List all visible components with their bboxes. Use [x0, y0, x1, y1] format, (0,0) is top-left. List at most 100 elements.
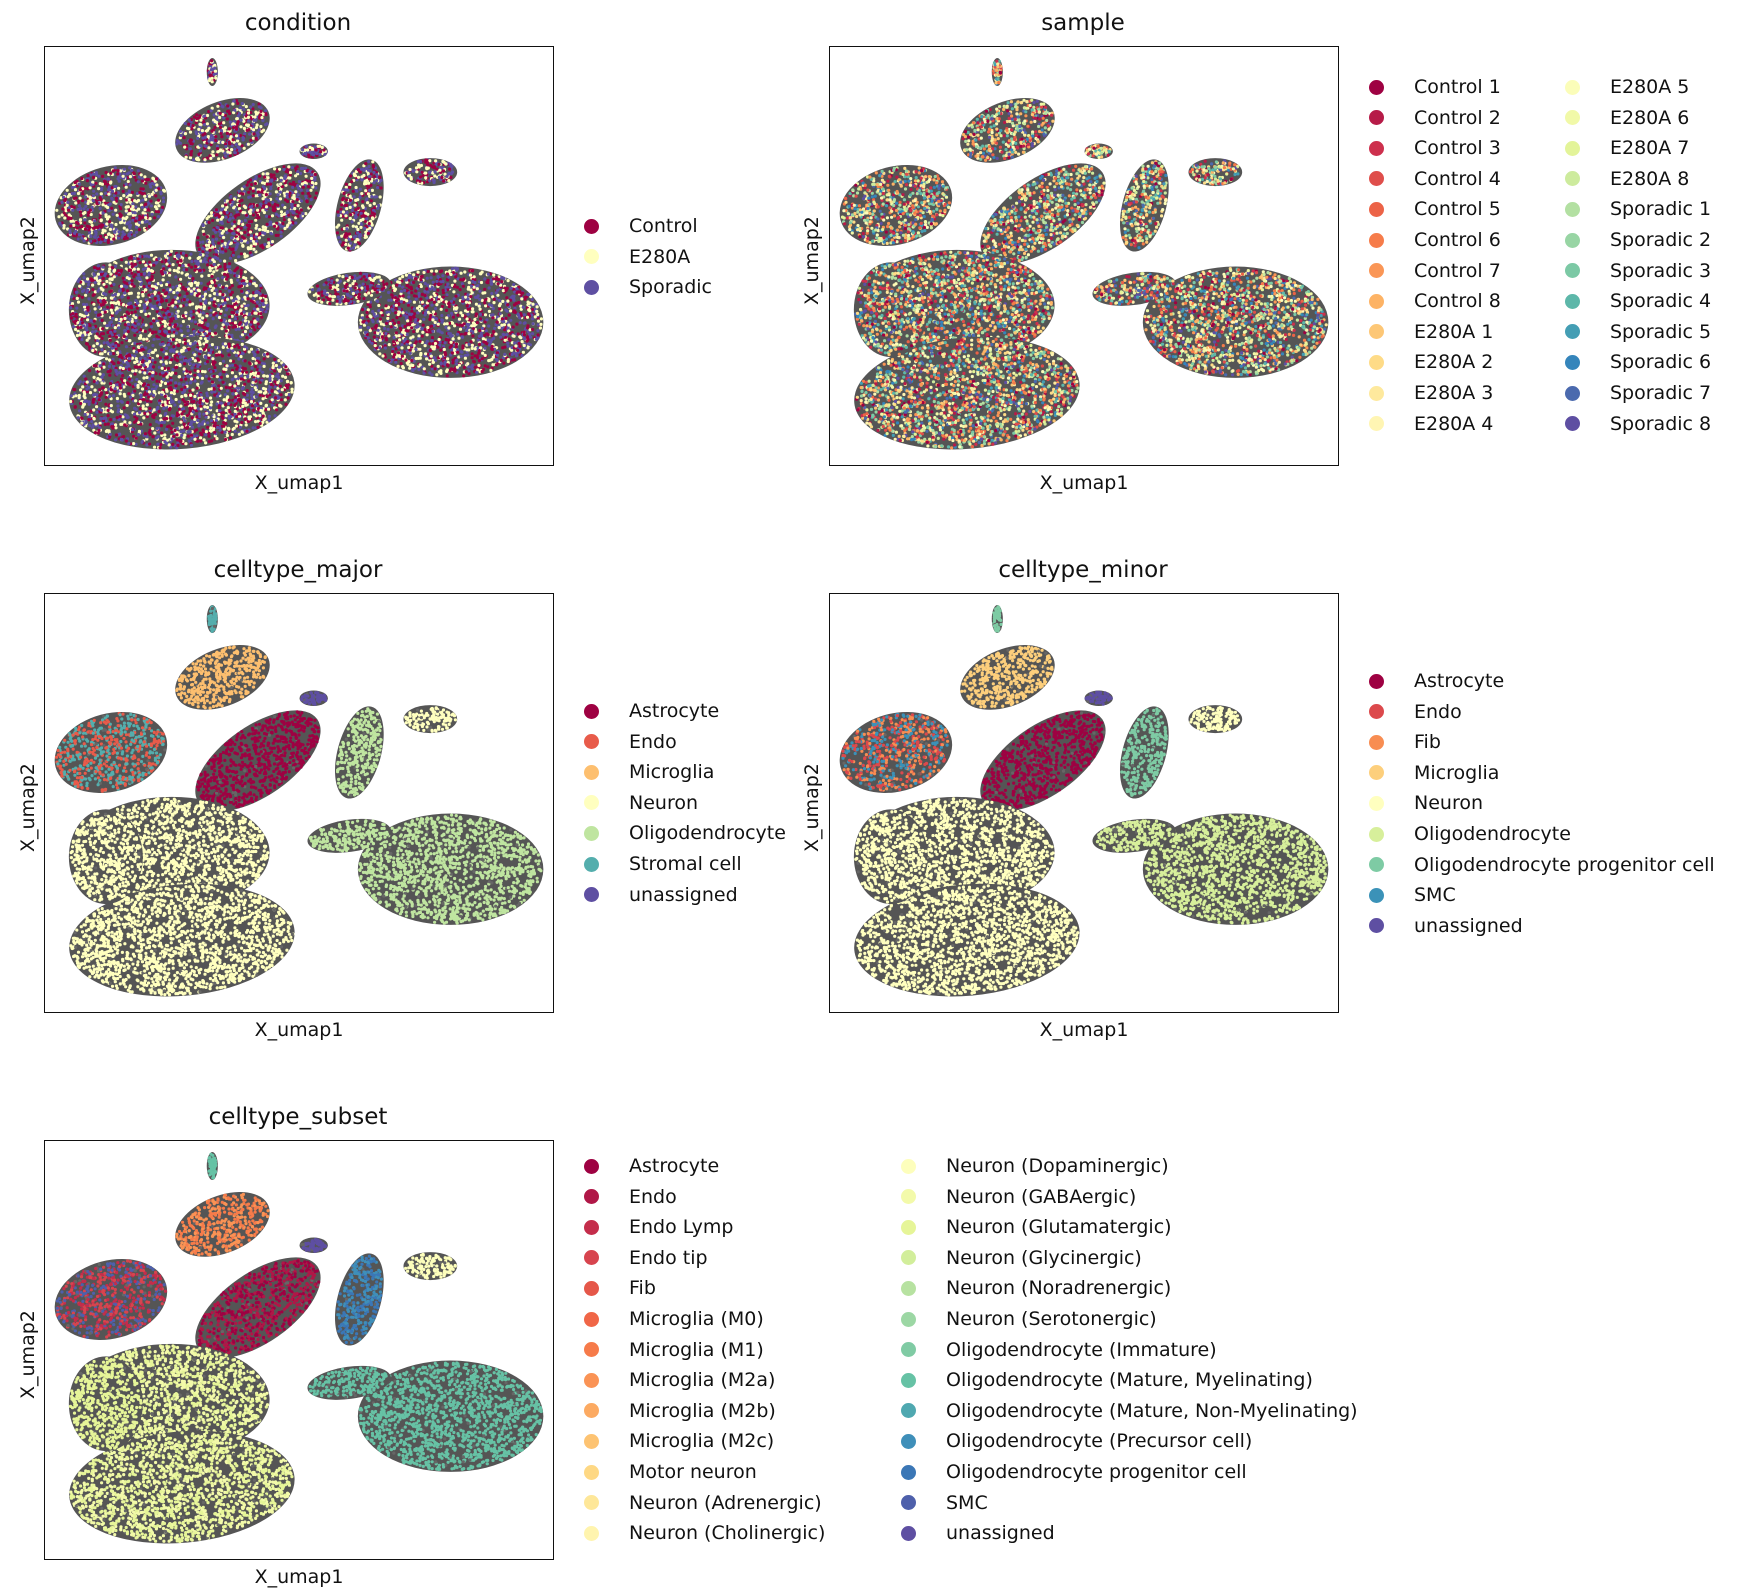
cell-point — [65, 203, 69, 207]
cell-point — [228, 154, 232, 158]
cell-point — [348, 205, 352, 209]
cell-point — [251, 136, 255, 140]
cell-point — [225, 245, 229, 249]
cell-point — [199, 144, 203, 148]
cell-point — [408, 322, 412, 326]
cell-point — [296, 214, 300, 218]
cell-point — [150, 181, 154, 185]
cell-point — [429, 354, 433, 358]
cell-point — [361, 282, 365, 286]
cell-point — [203, 318, 207, 322]
cell-point — [214, 135, 218, 139]
cell-point — [455, 365, 459, 369]
cell-point — [214, 138, 218, 143]
cell-point — [101, 174, 105, 178]
cell-point — [176, 327, 180, 331]
cell-point — [412, 314, 416, 318]
cell-point — [213, 69, 218, 73]
cell-point — [455, 358, 459, 362]
cluster-top — [175, 98, 270, 163]
cell-point — [403, 288, 407, 292]
cell-point — [259, 244, 263, 248]
cell-point — [201, 229, 205, 233]
cell-point — [340, 203, 344, 207]
cell-point — [326, 278, 330, 282]
cell-point — [539, 317, 543, 321]
cell-point — [196, 256, 200, 260]
cell-point — [299, 171, 303, 176]
cell-point — [368, 174, 372, 178]
cell-point — [359, 211, 363, 215]
cell-point — [263, 242, 267, 246]
cell-point — [296, 170, 300, 174]
cell-point — [140, 179, 144, 183]
cell-point — [430, 269, 434, 273]
cell-point — [79, 213, 83, 217]
cell-point — [189, 310, 193, 314]
cell-point — [341, 275, 345, 279]
cell-point — [148, 260, 152, 264]
cell-point — [114, 208, 118, 212]
cell-point — [246, 297, 250, 301]
cell-point — [502, 320, 506, 324]
cell-point — [410, 343, 414, 347]
cell-point — [207, 332, 212, 336]
cell-point — [155, 183, 159, 187]
cell-point — [474, 312, 478, 316]
cell-point — [230, 148, 234, 152]
cell-point — [414, 289, 418, 293]
cell-point — [106, 205, 110, 210]
cell-point — [147, 194, 152, 198]
cell-point — [360, 222, 364, 226]
cell-point — [375, 173, 379, 177]
cell-point — [528, 335, 532, 339]
cell-point — [310, 181, 314, 185]
cell-point — [208, 269, 212, 273]
cell-point — [249, 208, 253, 212]
cell-point — [157, 204, 161, 208]
cell-point — [265, 245, 269, 249]
cell-point — [217, 214, 221, 219]
cell-point — [242, 146, 246, 150]
cell-point — [501, 289, 505, 293]
cell-point — [171, 263, 175, 267]
cell-point — [211, 218, 215, 222]
cell-point — [358, 195, 362, 199]
cell-point — [226, 265, 230, 269]
cell-point — [486, 365, 490, 369]
cell-point — [401, 366, 405, 370]
cell-point — [406, 283, 410, 288]
cell-point — [522, 313, 526, 317]
cell-point — [458, 327, 463, 331]
cell-point — [227, 109, 231, 113]
cell-point — [224, 308, 229, 312]
cell-point — [438, 168, 442, 172]
cell-point — [419, 353, 423, 357]
cell-point — [383, 346, 387, 350]
cell-point — [249, 236, 253, 241]
cell-point — [414, 277, 418, 281]
cell-point — [264, 109, 268, 113]
cell-point — [435, 373, 439, 377]
cell-point — [223, 129, 227, 133]
cell-point — [506, 359, 510, 364]
cell-point — [155, 177, 159, 181]
cell-point — [455, 306, 459, 310]
cell-point — [224, 154, 228, 158]
cell-point — [349, 295, 353, 299]
cell-point — [205, 156, 209, 160]
cell-point — [237, 255, 241, 259]
cell-point — [432, 356, 436, 360]
cell-point — [224, 227, 228, 231]
cell-point — [101, 231, 105, 235]
cell-point — [236, 136, 240, 140]
cell-point — [232, 197, 237, 201]
cell-point — [197, 152, 201, 156]
cell-point — [107, 232, 111, 236]
cell-point — [225, 273, 229, 277]
cell-point — [231, 122, 235, 126]
cell-point — [435, 279, 439, 283]
cell-point — [361, 308, 365, 312]
cell-point — [348, 284, 352, 288]
cell-point — [232, 111, 236, 115]
